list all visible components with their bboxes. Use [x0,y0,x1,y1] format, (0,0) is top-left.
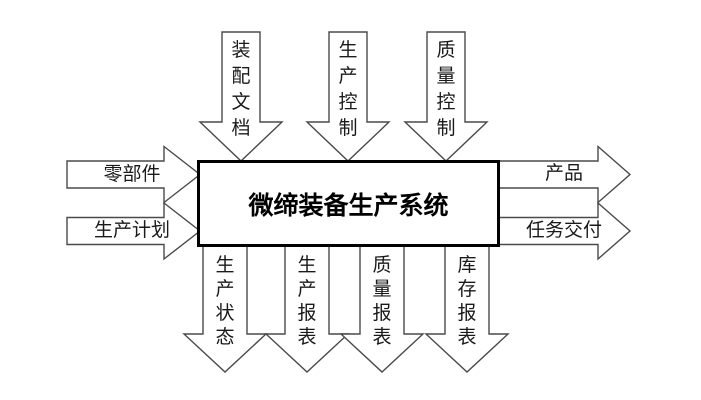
left-input-label-production-plan: 生产计划 [93,220,170,241]
bottom-output-label-inventory-report: 库存报表 [457,255,477,348]
right-arrow-task-delivery-shape [496,201,632,261]
top-input-label-assembly-docs: 装配文档 [231,40,251,139]
system-title: 微缔装备生产系统 [248,191,449,220]
left-input-label-parts: 零部件 [103,164,161,185]
left-arrow-parts-shape [66,145,202,204]
bottom-output-label-quality-report: 质量报表 [372,255,392,348]
bottom-arrow-inventory-report-shape [424,244,510,373]
bottom-output-label-production-status: 生产状态 [215,255,235,348]
bottom-output-label-production-report: 生产报表 [297,255,317,348]
bottom-arrow-production-status-shape [182,244,268,373]
left-arrow-production-plan-shape [66,201,202,261]
top-input-label-production-control: 生产控制 [338,40,358,139]
bottom-arrow-production-report-shape [264,244,350,373]
right-output-label-task-delivery: 任务交付 [525,220,602,241]
system-box: 微缔装备生产系统 [197,160,500,247]
top-input-label-quality-control: 质量控制 [436,40,456,139]
top-arrow-assembly-docs-shape [198,31,284,162]
top-arrow-production-control-shape [305,31,391,162]
right-output-label-product: 产品 [544,163,583,184]
top-arrow-quality-control-shape [403,31,489,162]
bottom-arrow-quality-report-shape [339,244,425,373]
right-arrow-product-shape [496,144,632,205]
